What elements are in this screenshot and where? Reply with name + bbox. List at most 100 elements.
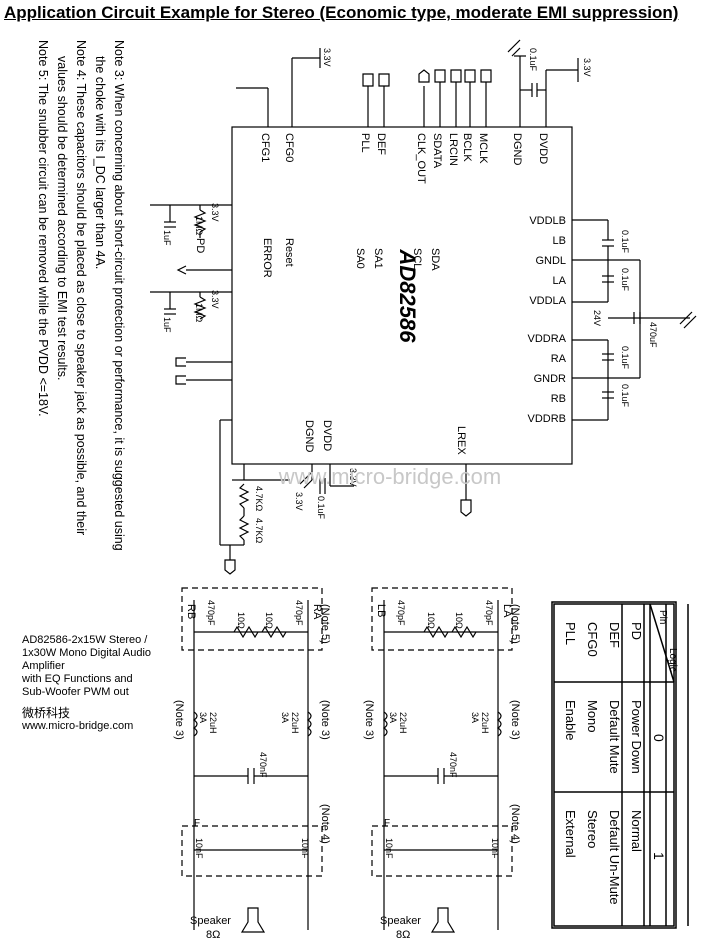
pin-right-rb: RB <box>551 393 566 405</box>
pin-top-def: DEF <box>375 133 387 155</box>
desc-url: www.micro-bridge.com <box>22 720 134 732</box>
filter-f-label: F <box>194 818 200 829</box>
note4-label: (Note 4) <box>319 804 331 844</box>
inductor-b <box>306 711 312 737</box>
logic-v0-2: Mono <box>585 700 600 733</box>
logic-header-logic: Logic <box>667 648 678 672</box>
snubber-r-a: 10Ω <box>426 612 436 629</box>
desc-line-2: 1x30W Mono Digital Audio <box>22 647 152 659</box>
inductor-a-label: 22uH <box>208 712 218 734</box>
cap-mid-label: 470nF <box>258 752 268 778</box>
desc-chinese: 微桥科技 <box>22 706 71 720</box>
speaker-label: Speaker <box>380 915 421 927</box>
label-c01-ra: 0.1uF <box>620 346 630 370</box>
filter-c-b: 10nF <box>300 838 310 859</box>
pin-left-reset: Reset <box>283 238 295 267</box>
pin-right-vddrb: VDDRB <box>527 413 566 425</box>
snubber-c-b: 470pF <box>294 600 304 626</box>
pin-top-cfg0: CFG0 <box>283 133 295 162</box>
speaker-ohm: 8Ω <box>206 929 220 941</box>
filter-c-b: 10nF <box>490 838 500 859</box>
inductor-a-label: 22uH <box>398 712 408 734</box>
inductor-b-label: 22uH <box>290 712 300 734</box>
label-r1m-reset: 1MΩ <box>194 303 204 323</box>
inductor-b-rating: 3A <box>470 712 480 723</box>
logic-pin-2: CFG0 <box>585 622 600 657</box>
label-r47k-2: 4.7KΩ <box>254 518 264 544</box>
inductor-a-rating: 3A <box>198 712 208 723</box>
pin-top-sdata: SDATA <box>431 133 443 169</box>
note5-label: (Note 5) <box>509 604 521 644</box>
pin-bottom-dvdd: DVDD <box>321 420 333 451</box>
snubber-r-b: 10Ω <box>454 612 464 629</box>
label-c01-top: 0.1uF <box>528 48 538 72</box>
speaker-icon <box>240 907 266 933</box>
pin-left-scl: SCL <box>411 248 423 269</box>
label-3v3-top: 3.3V <box>322 48 332 67</box>
pin-left-sa0: SA0 <box>354 248 366 269</box>
desc-line-3: Amplifier <box>22 660 65 672</box>
logic-pin-1: DEF <box>607 622 622 648</box>
pin-right-gndl: GNDL <box>535 255 566 267</box>
ch-label-b: RA <box>311 604 323 620</box>
label-3v3-right: 3.3V <box>582 58 592 77</box>
logic-pin-3: PLL <box>563 622 578 645</box>
speaker-label: Speaker <box>190 915 231 927</box>
label-24v: 24V <box>592 310 602 326</box>
filter-box <box>181 825 323 877</box>
logic-v1-3: External <box>563 810 578 858</box>
logic-header-pin: Pin <box>657 610 668 624</box>
pin-left-sa1: SA1 <box>372 248 384 269</box>
label-c01-rb: 0.1uF <box>620 384 630 408</box>
snubber-r-a: 10Ω <box>236 612 246 629</box>
pin-right-lb: LB <box>553 235 566 247</box>
inductor-a-rating: 3A <box>388 712 398 723</box>
desc-line-4: with EQ Functions and <box>22 673 133 685</box>
chip-body <box>231 126 573 465</box>
logic-header-diag <box>649 603 675 683</box>
pin-top-clk_out: CLK_OUT <box>415 133 427 184</box>
label-c01-bottom: 0.1uF <box>316 496 326 520</box>
snubber-box <box>181 587 323 651</box>
watermark: www.micro-bridge.com <box>278 464 502 489</box>
filter-box <box>371 825 513 877</box>
desc-line-5: Sub-Woofer PWM out <box>22 686 129 698</box>
desc-line-1: AD82586-2x15W Stereo / <box>22 634 148 646</box>
snubber-r1 <box>423 625 449 639</box>
filter-c-a: 10nF <box>384 838 394 859</box>
note4-label: (Note 4) <box>509 804 521 844</box>
pin-bottom-dgnd: DGND <box>303 420 315 452</box>
note3-label-b: (Note 3) <box>319 700 331 740</box>
snubber-r2 <box>261 625 287 639</box>
page-title: Application Circuit Example for Stereo (… <box>4 3 679 22</box>
logic-v1-2: Stereo <box>585 810 600 848</box>
pin-left-error: ERROR <box>261 238 273 278</box>
note5-label: (Note 5) <box>319 604 331 644</box>
filter-f-label: F <box>384 818 390 829</box>
cap-mid-label: 470nF <box>448 752 458 778</box>
snubber-box <box>371 587 513 651</box>
note3-label-b: (Note 3) <box>509 700 521 740</box>
pin-bottom-lrex: LREX <box>455 426 467 455</box>
inductor-b-rating: 3A <box>280 712 290 723</box>
label-3v3-sda: 3.3V <box>294 492 304 511</box>
snubber-r-b: 10Ω <box>264 612 274 629</box>
label-r1m-pd: 1MΩ <box>194 216 204 236</box>
logic-table-outer <box>551 601 677 929</box>
label-3v3-bottom: 3.3V <box>348 468 358 487</box>
ch-label-b: LA <box>501 604 513 618</box>
pin-top-dgnd: DGND <box>511 133 523 165</box>
pin-top-dvdd: DVDD <box>537 133 549 164</box>
filter-c-a: 10nF <box>194 838 204 859</box>
inductor-a <box>382 711 388 737</box>
label-r47k-1: 4.7KΩ <box>254 486 264 512</box>
logic-v1-0: Normal <box>629 810 644 852</box>
label-3v3-pd: 3.3V <box>210 203 220 222</box>
speaker-ohm: 8Ω <box>396 929 410 941</box>
label-c470u: 470uF <box>648 322 658 348</box>
pin-top-mclk: MCLK <box>477 133 489 164</box>
inductor-a <box>192 711 198 737</box>
pin-left-pd: PD <box>194 238 206 253</box>
